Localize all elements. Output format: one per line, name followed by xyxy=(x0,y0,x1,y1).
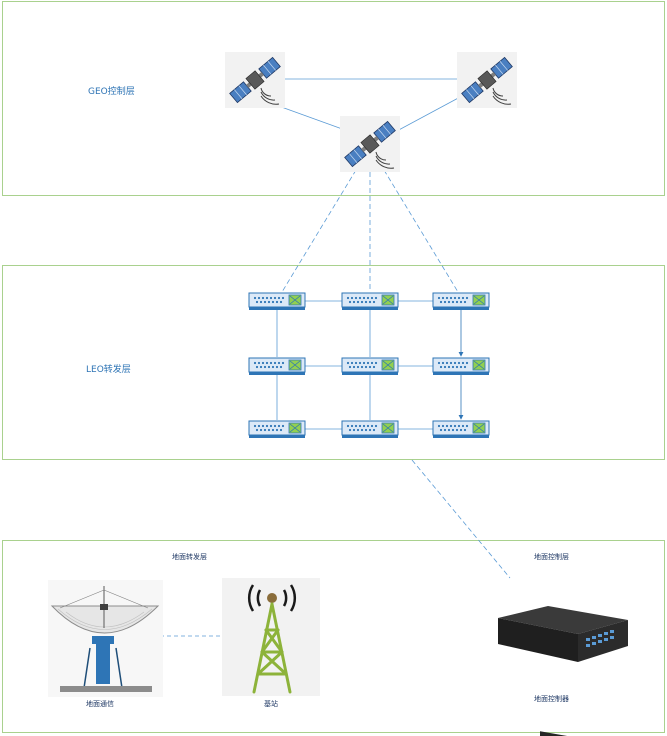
leo-forwarding-layer xyxy=(2,265,665,460)
geo-link-right-bottom xyxy=(394,95,463,133)
ground-controller-label: 地面控制器 xyxy=(534,695,569,703)
geo-control-layer xyxy=(2,1,665,196)
ground-forward-layer-label: 地面转发层 xyxy=(172,553,207,561)
geo-leo-link-3 xyxy=(383,169,459,293)
leo-switch-r2c1-icon xyxy=(248,357,306,376)
base-station-tower-icon xyxy=(222,578,320,696)
leo-switch-r3c3-icon xyxy=(432,420,490,439)
geo-satellite-bottom-icon xyxy=(339,115,401,173)
geo-satellite-left-icon xyxy=(224,51,286,109)
geo-layer-label: GEO控制层 xyxy=(88,87,135,97)
base-station-label: 基站 xyxy=(264,700,278,708)
ground-control-layer-label: 地面控制层 xyxy=(534,553,569,561)
ground-controller-device-icon xyxy=(498,606,628,736)
leo-ground-control-link xyxy=(411,459,511,579)
leo-switch-r1c1-icon xyxy=(248,292,306,311)
leo-switch-r2c2-icon xyxy=(341,357,399,376)
leo-switch-r3c2-icon xyxy=(341,420,399,439)
leo-switch-r3c1-icon xyxy=(248,420,306,439)
ground-layer xyxy=(2,540,665,733)
leo-switch-r2c3-icon xyxy=(432,357,490,376)
geo-satellite-right-icon xyxy=(456,51,518,109)
satellite-dish-icon xyxy=(48,580,163,697)
ground-comm-label: 地面通信 xyxy=(86,700,114,708)
geo-leo-link-1 xyxy=(281,169,357,293)
leo-switch-r1c3-icon xyxy=(432,292,490,311)
leo-layer-label: LEO转发层 xyxy=(86,365,131,375)
leo-switch-r1c2-icon xyxy=(341,292,399,311)
